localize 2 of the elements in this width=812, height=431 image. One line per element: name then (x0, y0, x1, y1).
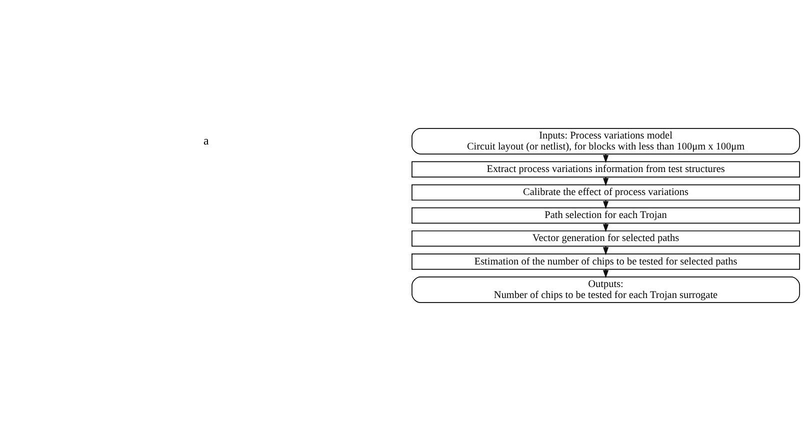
label: a (204, 133, 209, 148)
node-box: Outputs: Number of chips to be tested for each Trojan surrogate (412, 276, 800, 304)
